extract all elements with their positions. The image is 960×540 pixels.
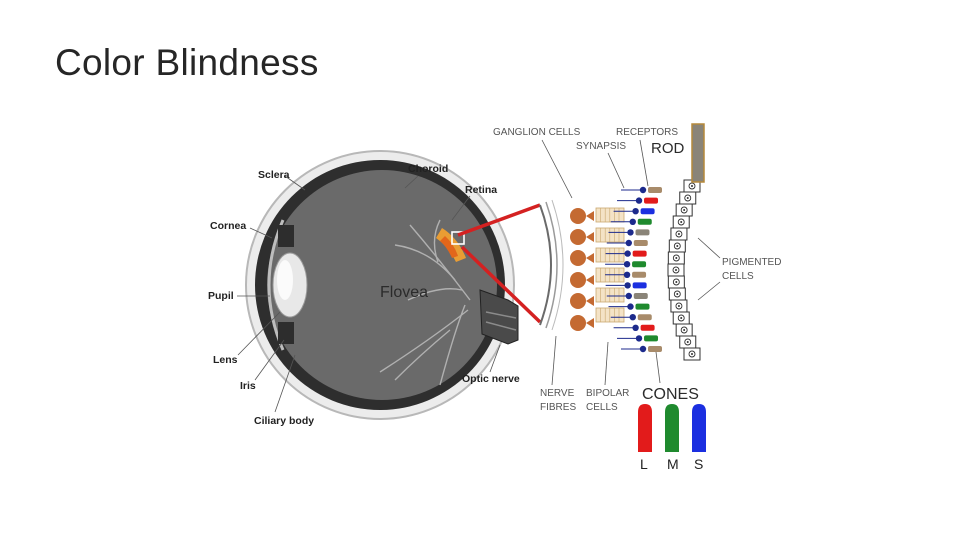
- label-choroid: Choroid: [408, 163, 448, 175]
- label-pigmented-1: PIGMENTED: [722, 257, 781, 268]
- label-optic-nerve: Optic nerve: [462, 373, 520, 385]
- label-cornea: Cornea: [210, 220, 246, 232]
- label-sclera: Sclera: [258, 169, 290, 181]
- label-cones: CONES: [642, 386, 699, 403]
- receptor-cell: [621, 186, 662, 194]
- receptor-cell: [617, 335, 659, 342]
- bipolar-cell: [595, 227, 625, 243]
- pigmented-cell: [672, 215, 690, 229]
- label-nerve-2: FIBRES: [540, 402, 576, 413]
- ganglion-cell: [570, 272, 594, 288]
- pigmented-cell: [672, 311, 690, 325]
- blood-vessels: [379, 219, 471, 386]
- pigmented-cell: [675, 203, 693, 217]
- ganglion-cell: [570, 315, 594, 331]
- pigmented-cell: [683, 179, 701, 193]
- pigmented-cell: [670, 227, 688, 241]
- ganglion-cells: [570, 208, 594, 331]
- receptor-cell: [605, 282, 647, 289]
- cone-letter: M: [667, 456, 679, 472]
- receptor-cell: [608, 303, 650, 310]
- cone-legend-item: M: [665, 404, 679, 472]
- bipolar-cell: [595, 287, 625, 303]
- label-bipolar-1: BIPOLAR: [586, 388, 629, 399]
- receptor-cell: [608, 229, 650, 236]
- label-retina: Retina: [465, 184, 497, 196]
- cone-letter: L: [640, 456, 648, 472]
- iris-bottom: [278, 322, 294, 344]
- receptor-cell: [605, 271, 647, 278]
- receptor-cells: [605, 186, 662, 353]
- cone-legend-item: S: [692, 404, 706, 472]
- cone-letter: S: [694, 456, 703, 472]
- pigmented-cell: [668, 287, 686, 301]
- eye-labels: Sclera Choroid Retina Cornea Pupil Lens …: [208, 163, 520, 427]
- bipolar-cell: [595, 307, 625, 323]
- zoom-lines: [457, 203, 542, 324]
- retina-zoom-box: [451, 231, 465, 245]
- pigmented-cell: [667, 251, 685, 265]
- retina-layers: [539, 123, 705, 361]
- bipolar-cell: [595, 207, 625, 223]
- ganglion-cell: [570, 293, 594, 309]
- label-rod: ROD: [651, 140, 685, 157]
- pigmented-cell: [675, 323, 693, 337]
- receptor-cell: [605, 261, 647, 268]
- pigmented-cell: [683, 347, 701, 361]
- label-pigmented-2: CELLS: [722, 271, 754, 282]
- slide-title: Color Blindness: [55, 42, 319, 83]
- label-bipolar-2: CELLS: [586, 402, 618, 413]
- cone-bar: [638, 404, 652, 452]
- label-iris: Iris: [240, 380, 256, 392]
- pigmented-cell: [670, 299, 688, 313]
- receptor-cell: [605, 250, 647, 257]
- bipolar-cells: [595, 207, 625, 323]
- label-ganglion-cells: GANGLION CELLS: [493, 127, 581, 138]
- receptor-cell: [613, 324, 655, 331]
- rod-legend-bar: [691, 123, 705, 183]
- ganglion-cell: [570, 229, 594, 245]
- receptor-cell: [606, 239, 648, 247]
- retina-labels: GANGLION CELLS RECEPTORS SYNAPSIS ROD PI…: [493, 127, 781, 413]
- pigmented-cell: [667, 275, 685, 289]
- pigmented-cell: [668, 239, 686, 253]
- eye-cross-section: [245, 150, 519, 420]
- receptor-cell: [621, 345, 662, 353]
- label-synapsis: SYNAPSIS: [576, 141, 626, 152]
- label-ciliary-body: Ciliary body: [254, 415, 314, 427]
- pigmented-cell: [679, 335, 697, 349]
- label-nerve-1: NERVE: [540, 388, 575, 399]
- iris-top: [278, 225, 294, 247]
- receptor-cell: [610, 314, 652, 321]
- vitreous-body: [267, 170, 497, 400]
- cornea: [267, 219, 285, 351]
- receptor-cell: [613, 208, 655, 215]
- label-receptors: RECEPTORS: [616, 127, 678, 138]
- label-pupil: Pupil: [208, 290, 234, 302]
- ganglion-cell: [570, 208, 594, 224]
- bipolar-cell: [595, 247, 625, 263]
- cone-bar: [665, 404, 679, 452]
- pigmented-cell: [667, 263, 685, 277]
- receptor-cell: [606, 292, 648, 300]
- ganglion-cell: [570, 250, 594, 266]
- pigmented-cell: [679, 191, 697, 205]
- pigmented-cells: [667, 179, 701, 361]
- cone-legend-item: L: [638, 404, 652, 472]
- optic-nerve: [479, 289, 519, 345]
- cone-bar: [692, 404, 706, 452]
- receptor-cell: [610, 218, 652, 225]
- receptor-cell: [617, 197, 659, 204]
- label-fovea: Flovea: [380, 284, 428, 301]
- label-lens: Lens: [213, 354, 238, 366]
